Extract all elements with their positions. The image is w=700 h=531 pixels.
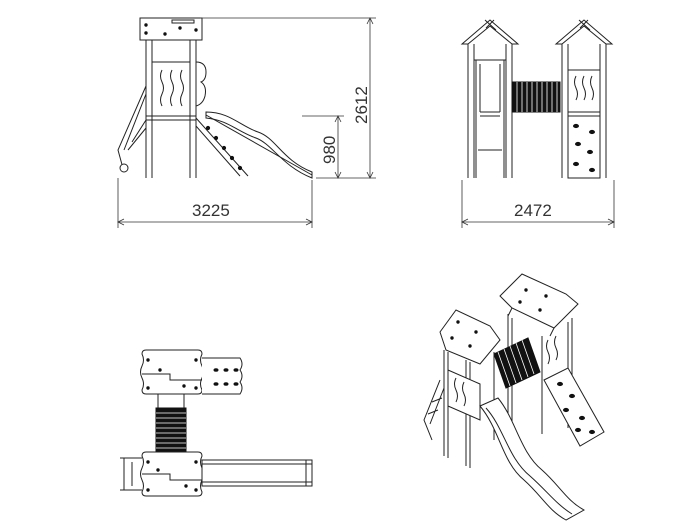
top-lower-roof	[140, 451, 204, 497]
side-ladder	[117, 85, 147, 173]
front-width-dim: 2472	[514, 201, 552, 220]
front-view	[460, 19, 614, 179]
side-roof-panel	[139, 17, 203, 41]
front-climbing-holds	[573, 123, 595, 173]
isometric-view	[423, 273, 605, 521]
side-wall-panel	[151, 61, 191, 117]
side-length-dim: 3225	[192, 201, 230, 220]
top-view	[120, 349, 313, 497]
iso-tunnel	[493, 337, 541, 389]
side-roof-rail	[171, 19, 195, 24]
side-slide	[205, 111, 313, 179]
side-height-dim: 2612	[352, 86, 371, 124]
iso-slide	[479, 397, 586, 521]
top-tunnel	[155, 407, 187, 453]
side-ramp-holds	[205, 125, 243, 171]
front-dimensions: 2472	[461, 180, 615, 228]
platform-height-dim: 980	[320, 136, 339, 164]
side-dimensions: 3225 2612 980	[117, 17, 376, 228]
iso-front-roof	[439, 309, 501, 365]
side-roof-bolts	[144, 23, 198, 36]
front-climbing-wall	[567, 115, 601, 179]
top-upper-roof	[140, 349, 204, 395]
front-tunnel	[511, 81, 561, 113]
front-tunnel-rings	[516, 82, 558, 112]
iso-climbing-wall	[543, 367, 605, 447]
side-view	[117, 17, 313, 179]
